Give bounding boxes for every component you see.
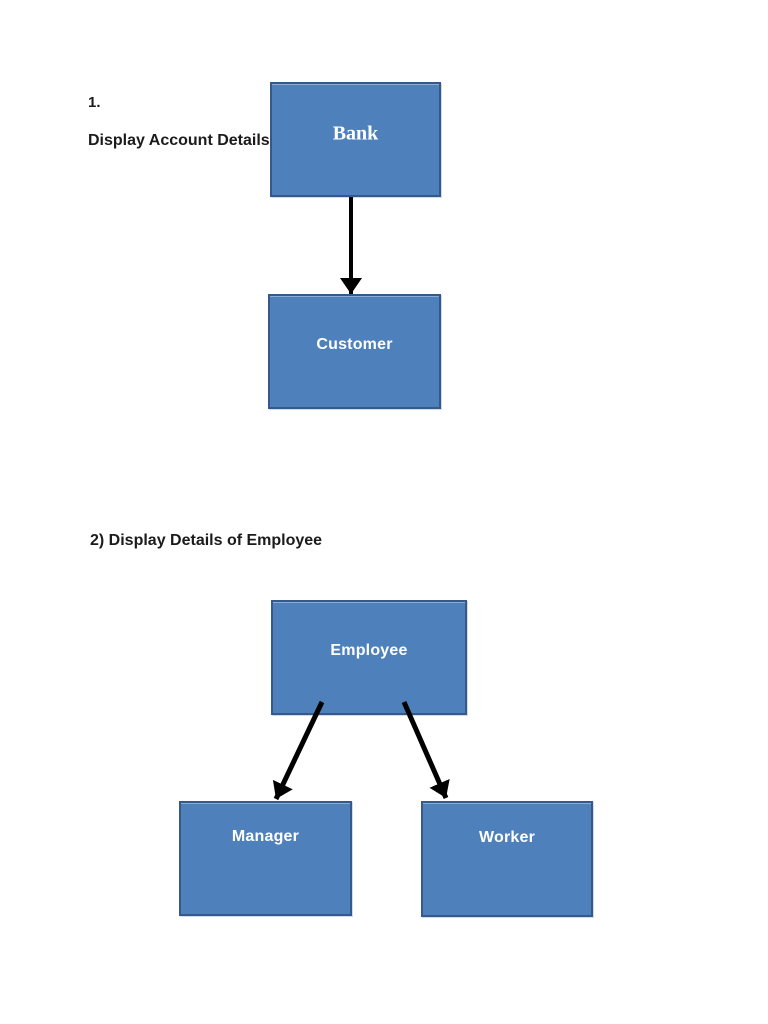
- node-customer: Customer: [268, 294, 441, 409]
- node-customer-label: Customer: [316, 335, 393, 353]
- node-bank: Bank: [270, 82, 441, 197]
- arrow-employee-to-manager: [272, 700, 325, 801]
- node-employee: Employee: [271, 600, 467, 715]
- node-worker: Worker: [421, 801, 593, 917]
- node-worker-label: Worker: [478, 828, 536, 846]
- arrow-employee-to-worker: [401, 700, 450, 800]
- node-bank-label: Bank: [332, 122, 379, 145]
- node-employee-label: Employee: [330, 641, 408, 659]
- section-1-title: Display Account Details: [88, 132, 270, 149]
- node-manager: Manager: [179, 801, 352, 916]
- node-manager-label: Manager: [231, 828, 300, 846]
- section-2-title: 2) Display Details of Employee: [90, 532, 323, 549]
- section-1-number: 1.: [88, 94, 101, 111]
